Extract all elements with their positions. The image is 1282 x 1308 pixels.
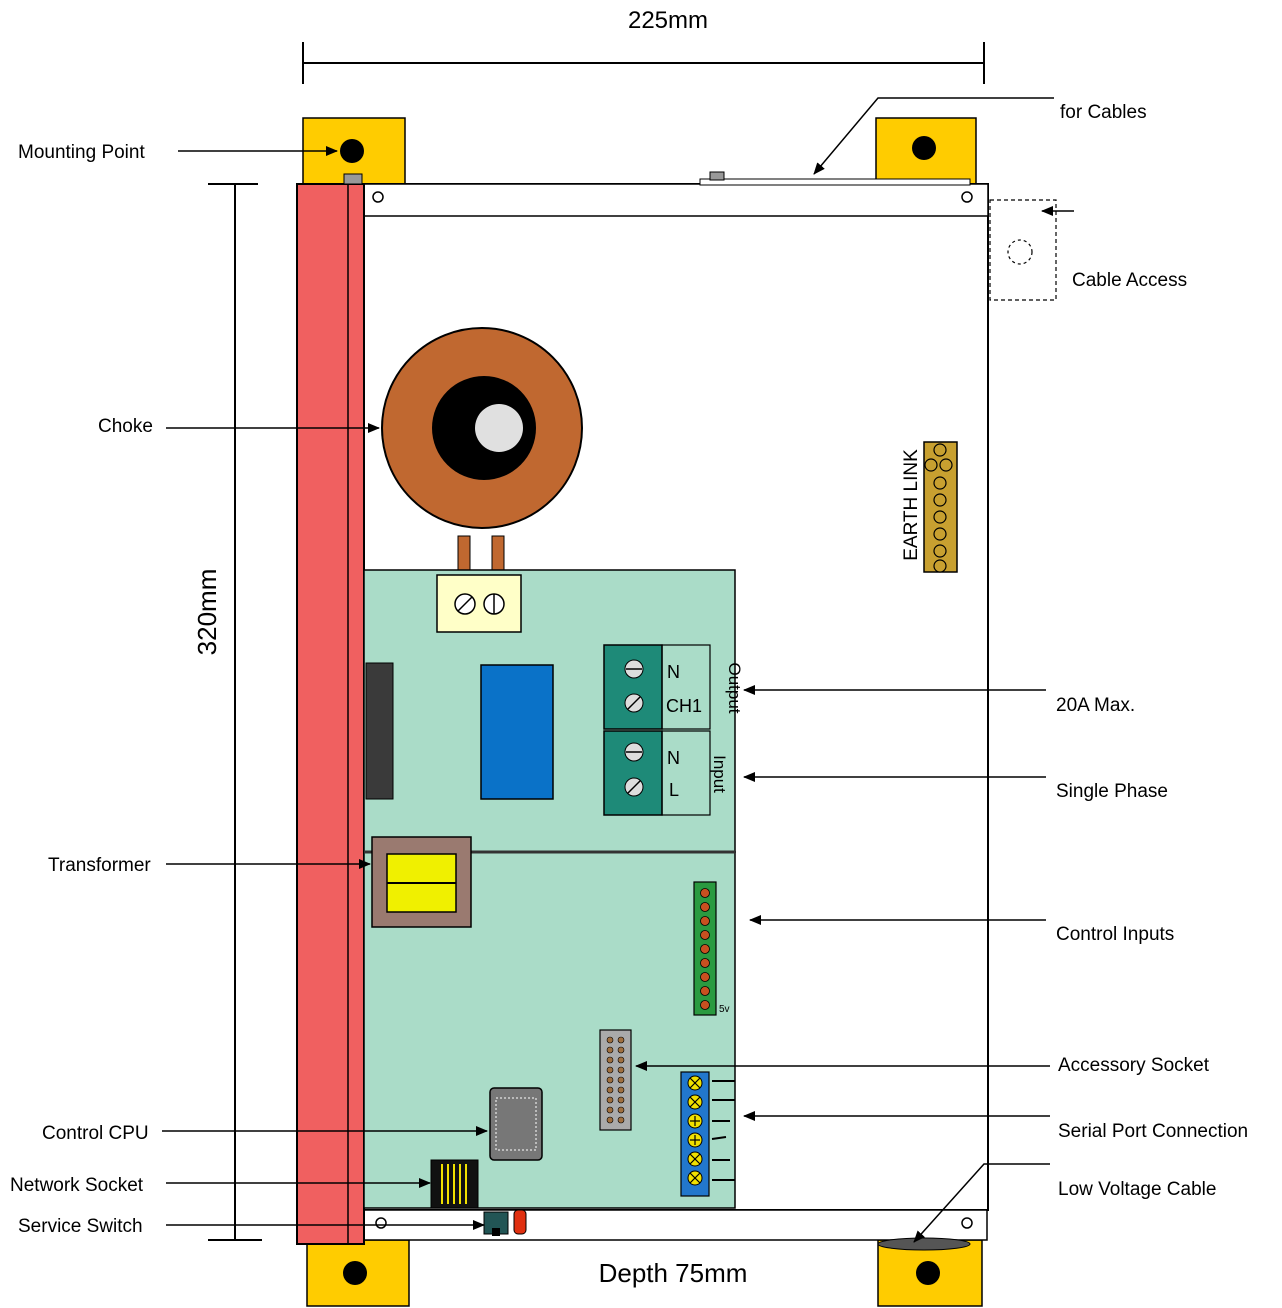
side-rail xyxy=(296,173,365,1245)
heatsink xyxy=(365,662,394,800)
label-single-phase: Single Phase xyxy=(1056,781,1168,802)
cable-access-knockout xyxy=(989,199,1057,301)
label-transformer: Transformer xyxy=(48,855,151,876)
label-control-inputs: Control Inputs xyxy=(1056,924,1174,945)
label-cable-access: Cable Access xyxy=(1072,270,1187,291)
label-choke: Choke xyxy=(98,416,153,437)
input-terminal-block: N L Input xyxy=(603,730,729,816)
callout-arrows xyxy=(162,97,1074,1243)
transformer xyxy=(371,836,472,928)
service-switch xyxy=(483,1209,527,1236)
control-cpu-chip xyxy=(489,1087,543,1161)
output-label: Output xyxy=(725,662,744,713)
label-for-cables: for Cables xyxy=(1060,102,1147,123)
serial-port-terminal-block xyxy=(680,1071,735,1197)
terminal-ch1: CH1 xyxy=(666,696,702,716)
label-20a-max: 20A Max. xyxy=(1056,695,1135,716)
label-service-switch: Service Switch xyxy=(18,1216,143,1237)
pcb-control-board xyxy=(363,850,736,1209)
width-label: 225mm xyxy=(628,7,708,34)
earth-link-label: EARTH LINK xyxy=(901,449,922,561)
terminal-n-input: N xyxy=(667,748,680,768)
mounting-block-bottom-left xyxy=(306,1239,410,1307)
relay xyxy=(480,664,554,800)
label-mounting-point: Mounting Point xyxy=(18,142,145,163)
mounting-block-top-right xyxy=(875,117,977,185)
width-dimension: 225mm xyxy=(302,7,985,84)
label-low-voltage-cable: Low Voltage Cable xyxy=(1058,1179,1216,1200)
label-network-socket: Network Socket xyxy=(10,1175,144,1196)
terminal-l: L xyxy=(669,780,679,800)
label-serial-port: Serial Port Connection xyxy=(1058,1121,1248,1142)
label-control-cpu: Control CPU xyxy=(42,1123,149,1144)
accessory-socket xyxy=(599,1029,632,1131)
input-label: Input xyxy=(710,755,729,793)
label-accessory-socket: Accessory Socket xyxy=(1058,1055,1210,1076)
height-label: 320mm xyxy=(192,569,222,656)
earth-link-terminal: EARTH LINK xyxy=(901,441,958,573)
control-inputs-connector: 5v xyxy=(693,881,730,1016)
terminal-n-output: N xyxy=(667,662,680,682)
height-dimension: 320mm xyxy=(192,183,262,1241)
choke xyxy=(381,327,583,581)
five-volt-label: 5v xyxy=(719,1004,730,1015)
depth-label: Depth 75mm xyxy=(599,1258,748,1288)
choke-terminal-block xyxy=(436,574,522,633)
network-socket xyxy=(430,1159,479,1209)
output-terminal-block: N CH1 Output xyxy=(603,644,744,730)
